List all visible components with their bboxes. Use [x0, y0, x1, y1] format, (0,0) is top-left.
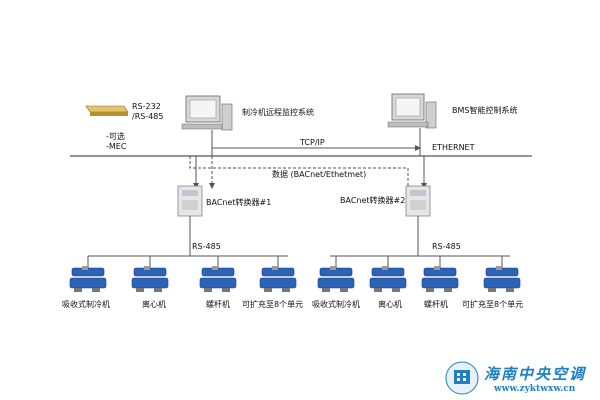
serial-label-2: /RS-485	[132, 112, 164, 121]
converter-2-icon	[405, 185, 431, 217]
bus-2-label: RS-485	[432, 242, 461, 251]
chiller-label: 可扩充至8个单元	[242, 300, 304, 309]
chiller-icon	[199, 266, 237, 292]
bms-computer-icon	[387, 93, 437, 129]
chiller-label: 可扩充至8个单元	[462, 300, 524, 309]
chiller-icon	[317, 266, 355, 292]
chiller-icons	[69, 266, 521, 292]
network-label: ETHERNET	[432, 143, 475, 152]
chiller-label: 离心机	[142, 300, 166, 309]
chiller-icon	[369, 266, 407, 292]
data-link	[189, 156, 409, 186]
converter-1-label: BACnet转换器#1	[206, 198, 272, 207]
data-label: 数据 (BACnet/Ethetmet)	[272, 170, 367, 179]
watermark-logo-icon	[445, 361, 479, 395]
chiller-icon	[421, 266, 459, 292]
chiller-icon	[259, 266, 297, 292]
remote-computer-icon	[181, 95, 233, 131]
watermark-name: 海南中央空调	[484, 365, 587, 383]
remote-system-label: 制冷机远程监控系统	[242, 108, 314, 117]
serial-label-1: RS-232	[132, 102, 161, 111]
chiller-icon	[483, 266, 521, 292]
bms-system-label: BMS智能控制系统	[452, 106, 518, 115]
chiller-icon	[69, 266, 107, 292]
chiller-label: 离心机	[378, 300, 402, 309]
chiller-label: 螺杆机	[206, 300, 230, 309]
chiller-label: 螺杆机	[424, 300, 448, 309]
chiller-label: 吸收式制冷机	[312, 300, 360, 309]
converter-2-label: BACnet转换器#2	[340, 196, 406, 205]
serial-option-2: -MEC	[106, 142, 127, 151]
bus-1-label: RS-485	[192, 242, 221, 251]
watermark-url: www.zyktwxw.cn	[494, 384, 576, 394]
serial-option-1: -可选	[106, 132, 125, 141]
protocol-label: TCP/IP	[300, 138, 325, 147]
chiller-icon	[131, 266, 169, 292]
serial-device-icon	[85, 105, 129, 116]
converter-1-icon	[177, 185, 203, 217]
chiller-label: 吸收式制冷机	[62, 300, 110, 309]
